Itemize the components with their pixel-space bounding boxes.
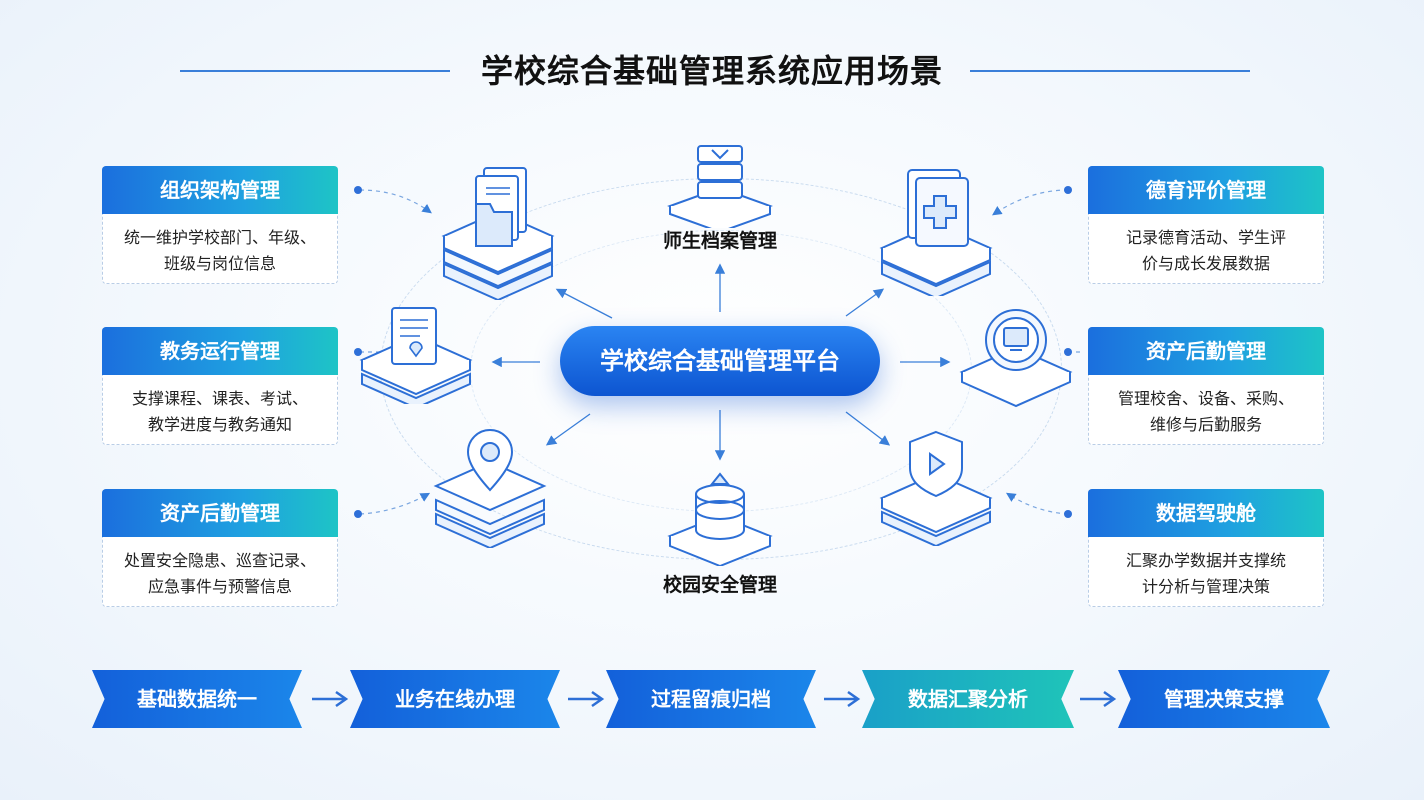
- arrow-right-icon: [568, 690, 605, 708]
- card-description: 管理校舍、设备、采购、 维修与后勤服务: [1099, 386, 1313, 438]
- card-description: 汇聚办学数据并支撑统 计分析与管理决策: [1099, 548, 1313, 600]
- card-description: 支撑课程、课表、考试、 教学进度与教务通知: [113, 386, 327, 438]
- label-campus-security: 校园安全管理: [662, 574, 777, 596]
- card-desc-line: 处置安全隐患、巡查记录、: [123, 551, 316, 570]
- flow-step-process-archiving: 过程留痕归档: [606, 670, 816, 728]
- security-cylinder-icon: [667, 472, 773, 566]
- monitor-circle-icon: [959, 309, 1073, 408]
- connector-dot: [1064, 348, 1072, 356]
- connector-dot: [354, 186, 362, 194]
- connector-dot: [354, 510, 362, 518]
- card-title: 数据驾驶舱: [1088, 489, 1324, 537]
- card-title: 资产后勤管理: [102, 489, 338, 537]
- card-desc-line: 记录德育活动、学生评: [1125, 228, 1286, 247]
- card-desc-line: 应急事件与预警信息: [147, 577, 292, 596]
- card-desc-line: 支撑课程、课表、考试、: [131, 389, 308, 408]
- card-asset-logistics-right: 资产后勤管理 管理校舍、设备、采购、 维修与后勤服务: [1088, 327, 1324, 445]
- flow-step-unified-data: 基础数据统一: [92, 670, 302, 728]
- card-asset-logistics-left: 资产后勤管理 处置安全隐患、巡查记录、 应急事件与预警信息: [102, 489, 338, 607]
- connector-dot: [1064, 186, 1072, 194]
- card-title: 组织架构管理: [102, 166, 338, 214]
- card-description: 处置安全隐患、巡查记录、 应急事件与预警信息: [113, 548, 327, 600]
- checklist-doc-icon: [359, 307, 473, 404]
- card-data-cockpit: 数据驾驶舱 汇聚办学数据并支撑统 计分析与管理决策: [1088, 489, 1324, 607]
- shield-play-icon: [879, 430, 993, 546]
- card-moral-eval: 德育评价管理 记录德育活动、学生评 价与成长发展数据: [1088, 166, 1324, 284]
- documents-stack-icon: [441, 167, 555, 300]
- central-platform: 学校综合基础管理平台: [560, 326, 880, 396]
- medical-book-icon: [879, 169, 993, 296]
- location-pin-icon: [433, 429, 547, 548]
- card-description: 记录德育活动、学生评 价与成长发展数据: [1099, 225, 1313, 277]
- card-desc-line: 管理校舍、设备、采购、: [1117, 389, 1294, 408]
- server-archive-icon: [667, 145, 773, 228]
- card-org-structure: 组织架构管理 统一维护学校部门、年级、 班级与岗位信息: [102, 166, 338, 284]
- connector-dot: [354, 348, 362, 356]
- connector-dot: [1064, 510, 1072, 518]
- title-rule-right: [970, 70, 1250, 72]
- card-desc-line: 班级与岗位信息: [163, 254, 276, 273]
- card-desc-line: 汇聚办学数据并支撑统: [1125, 551, 1286, 570]
- card-description: 统一维护学校部门、年级、 班级与岗位信息: [113, 225, 327, 277]
- card-title: 资产后勤管理: [1088, 327, 1324, 375]
- card-desc-line: 价与成长发展数据: [1141, 254, 1270, 273]
- card-desc-line: 统一维护学校部门、年级、: [123, 228, 316, 247]
- label-teacher-student-records: 师生档案管理: [662, 230, 777, 252]
- title-rule-left: [180, 70, 450, 72]
- card-desc-line: 计分析与管理决策: [1141, 577, 1270, 596]
- flow-step-online-processing: 业务在线办理: [350, 670, 560, 728]
- page-title: 学校综合基础管理系统应用场景: [480, 52, 943, 90]
- card-title: 德育评价管理: [1088, 166, 1324, 214]
- card-academic-ops: 教务运行管理 支撑课程、课表、考试、 教学进度与教务通知: [102, 327, 338, 445]
- flow-step-decision-support: 管理决策支撑: [1118, 670, 1330, 728]
- card-title: 教务运行管理: [102, 327, 338, 375]
- arrow-right-icon: [1080, 690, 1117, 708]
- arrow-right-icon: [312, 690, 349, 708]
- diagram-title-bar: 学校综合基础管理系统应用场景: [0, 46, 1424, 96]
- card-desc-line: 教学进度与教务通知: [147, 415, 292, 434]
- card-desc-line: 维修与后勤服务: [1149, 415, 1262, 434]
- arrow-right-icon: [824, 690, 861, 708]
- flow-step-data-analysis: 数据汇聚分析: [862, 670, 1074, 728]
